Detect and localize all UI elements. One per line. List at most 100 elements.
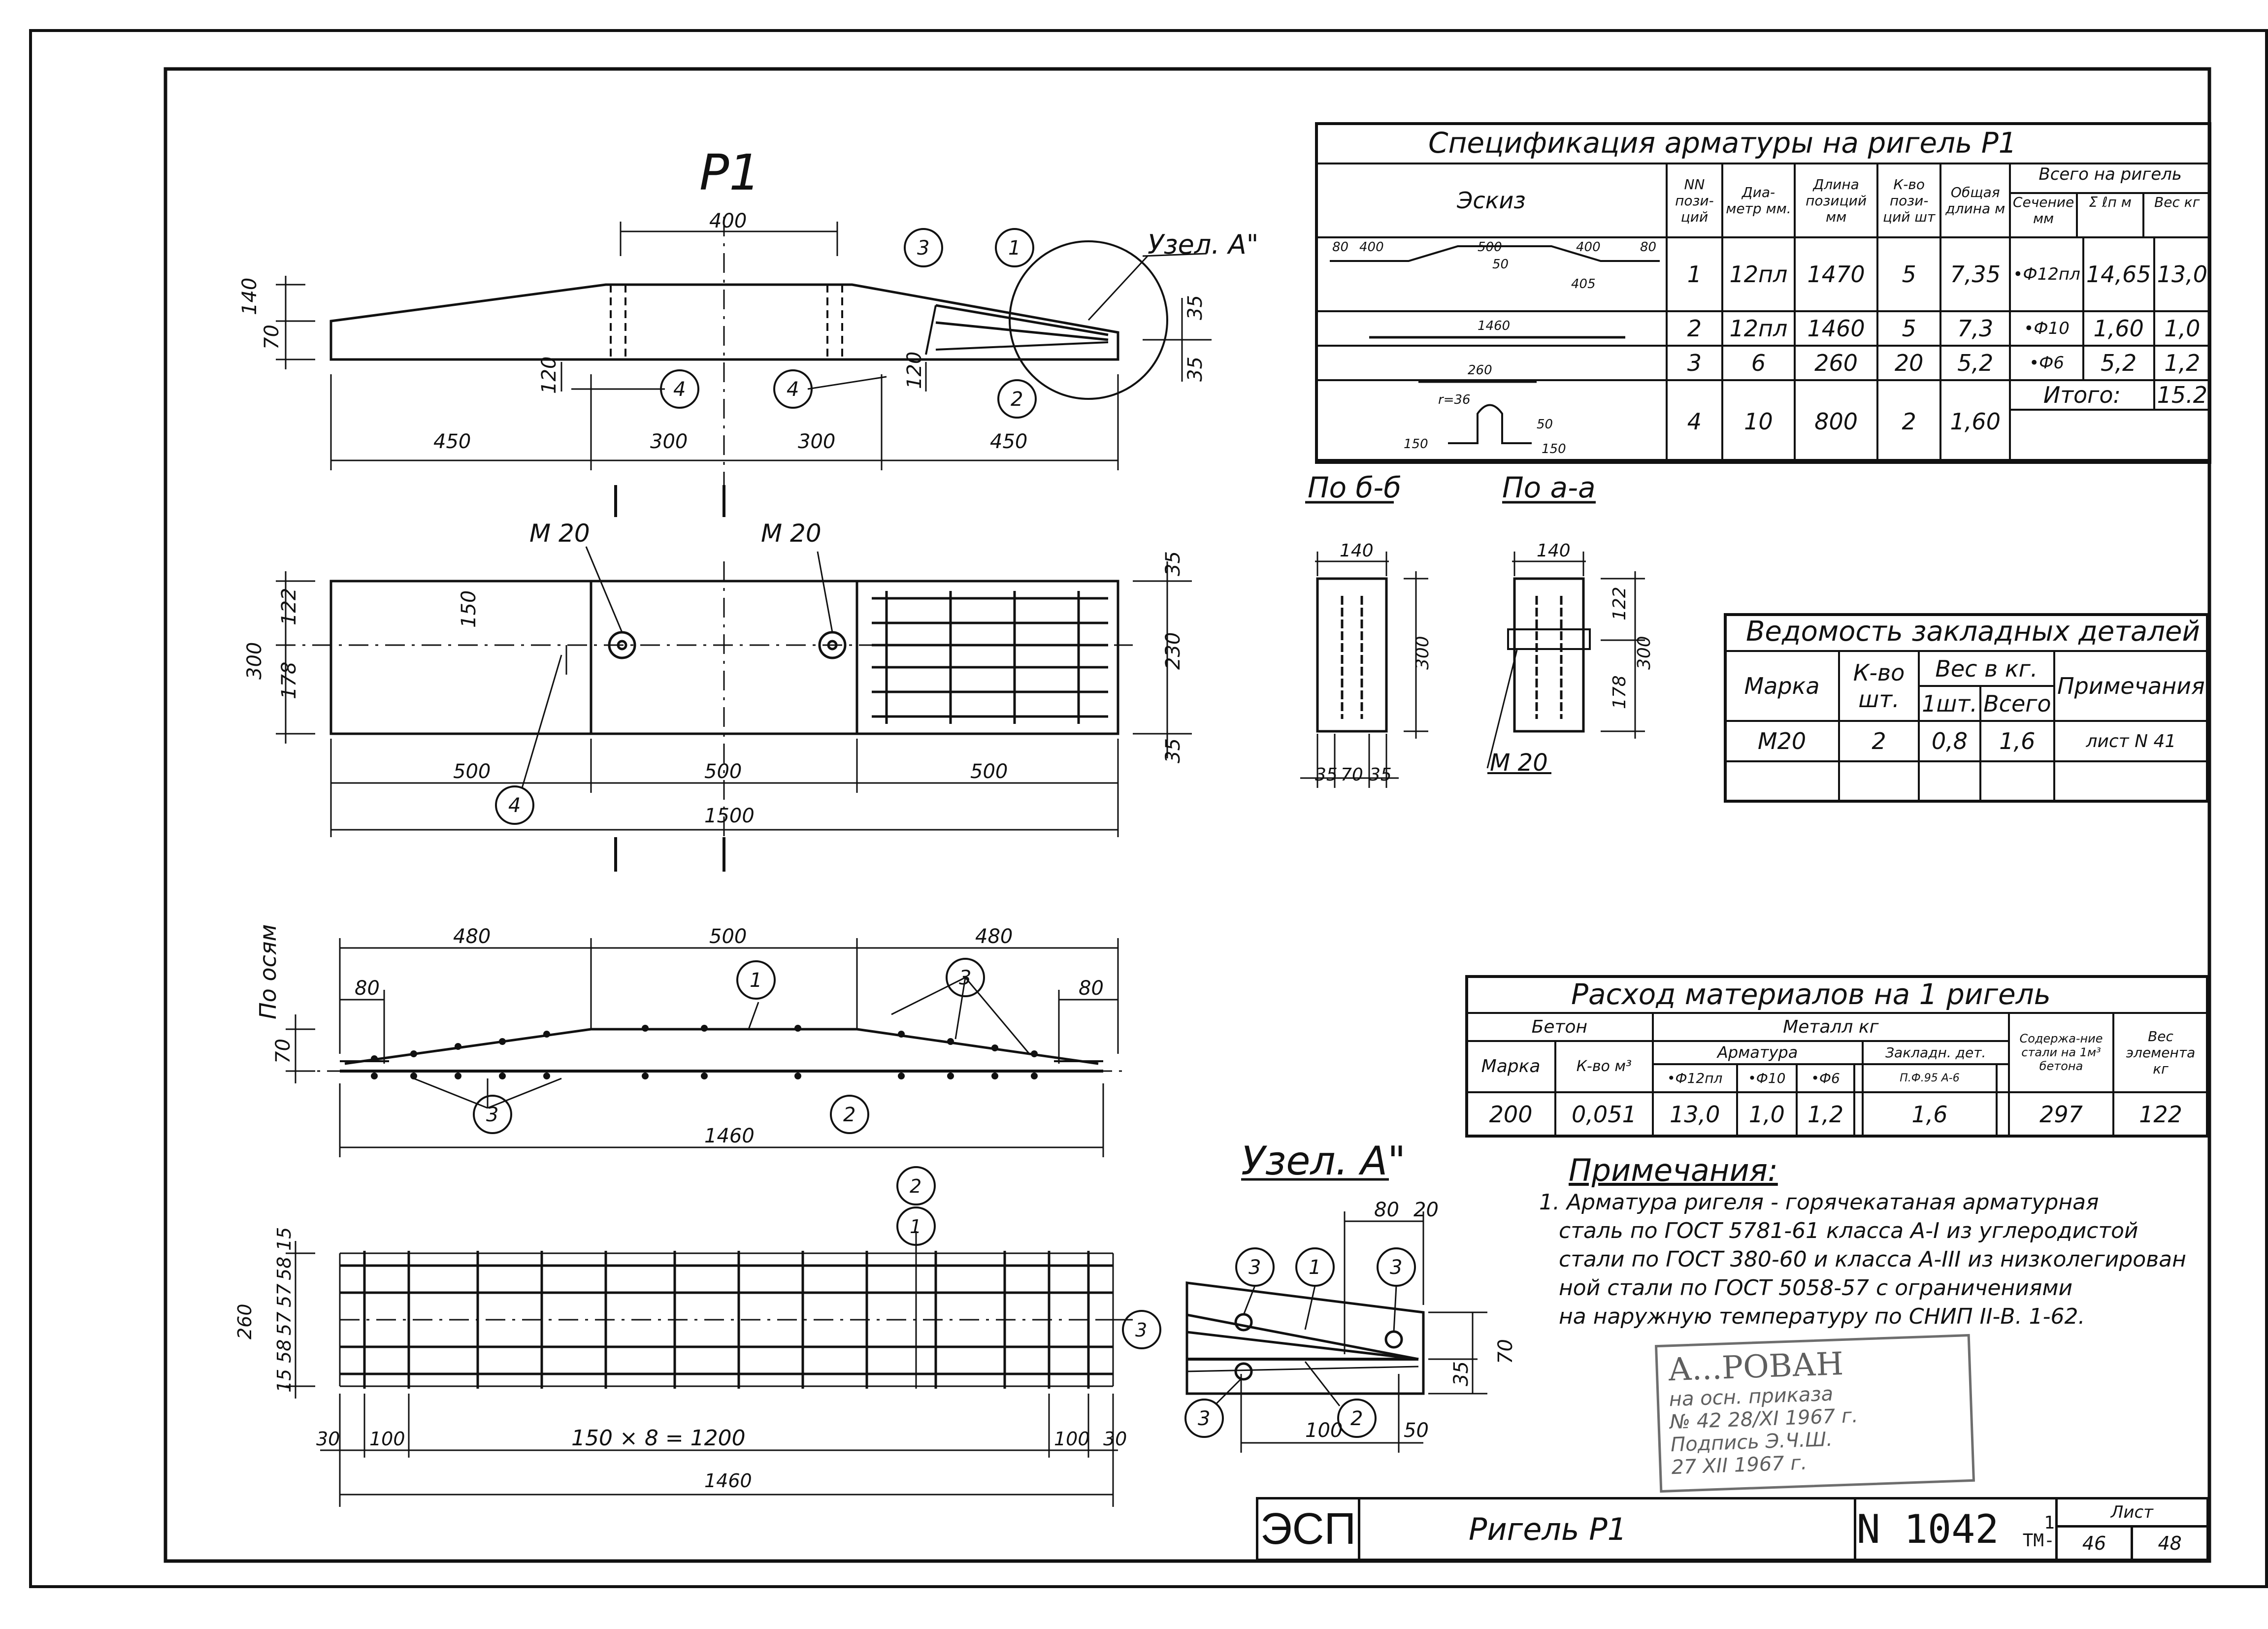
col-header: Вес в кг.: [1918, 650, 2055, 687]
table-cell: •Ф10: [2009, 310, 2084, 347]
dim-label: 35: [1369, 765, 1392, 785]
dim-label: 15: [273, 1227, 295, 1251]
table-cell: 5: [1876, 310, 1942, 347]
table-cell: •Ф6: [2009, 345, 2084, 381]
bottom-plan-view: [286, 1166, 1161, 1507]
table-cell: 1: [1666, 236, 1723, 312]
callout-marker: [1184, 1399, 1224, 1438]
table-cell: 12пл: [1721, 236, 1796, 312]
sub-header: Вес кг: [2154, 194, 2200, 210]
elevation-view: [276, 217, 1212, 512]
series: ТМ-: [2022, 1530, 2055, 1551]
dim-label: 500: [453, 760, 491, 783]
table-cell: •Ф12пл: [2009, 236, 2084, 312]
dim-label: 35: [1315, 765, 1338, 785]
table-cell: 10: [1721, 379, 1796, 464]
callout-marker: [896, 1166, 936, 1205]
col-header: Марка: [1724, 650, 1840, 722]
table-cell: 5: [1876, 236, 1942, 312]
dim-label: 300: [1413, 636, 1433, 670]
title-block-name: Ригель Р1: [1358, 1497, 1856, 1561]
col-header: Диа-метр мм.: [1721, 163, 1796, 238]
dim-label: 58: [273, 1257, 295, 1280]
col-header: Примечания: [2053, 650, 2209, 722]
dim-label: 300: [650, 430, 688, 453]
col-header: Длина позиций мм: [1794, 163, 1879, 238]
marker-label: 2: [1011, 388, 1023, 411]
table-cell: 7,3: [1939, 310, 2011, 347]
spec-table: Эскиз NN пози-ций Диа-метр мм. Длина поз…: [1315, 163, 2212, 464]
dim-label: 58: [273, 1339, 295, 1363]
table-cell: 5,2: [2082, 345, 2155, 381]
sheet-number: 46: [2055, 1525, 2134, 1561]
sub-header: •Ф6: [1796, 1063, 1856, 1093]
table-cell: 13,0: [1651, 1091, 1738, 1138]
empty-cell: [2009, 409, 2211, 464]
series-sup: 1: [2044, 1512, 2055, 1533]
inner-frame: [164, 67, 2211, 1563]
dim-label: 300: [243, 642, 266, 680]
empty-cell: [1838, 760, 1920, 803]
table-cell: 122: [2112, 1091, 2209, 1138]
sketch-cell: [1315, 310, 1668, 347]
marker-label: 3: [1390, 1256, 1402, 1279]
total-value: 15.2: [2153, 379, 2212, 411]
empty-cell: [1853, 1063, 1864, 1093]
table-cell: М20: [1724, 720, 1840, 763]
node-label: Узел. А": [1148, 229, 1258, 260]
approval-stamp: А...РОВАН на осн. приказа № 42 28/XI 196…: [1654, 1334, 1975, 1493]
materials-table-title: Расход материалов на 1 ригель: [1571, 977, 2051, 1011]
col-header: Металл кг: [1651, 1012, 2010, 1042]
dim-label: 178: [278, 662, 300, 699]
col-header: К-во пози-ций шт: [1876, 163, 1942, 238]
dim-label: 450: [990, 430, 1027, 453]
marker-label: 3: [1135, 1319, 1147, 1341]
dim-label: 80: [1374, 1199, 1399, 1221]
dim-label: 80: [1079, 977, 1104, 1000]
table-cell: 13,0: [2153, 236, 2212, 312]
table-cell: 1,60: [1939, 379, 2011, 464]
callout-marker: [1337, 1399, 1377, 1438]
marker-label: 1: [1309, 1256, 1321, 1279]
note-line: сталь по ГОСТ 5781-61 класса А-I из угле…: [1559, 1218, 2138, 1243]
dim-label: 230: [1162, 632, 1184, 670]
dim-label: 140: [1340, 541, 1374, 561]
marker-label: 3: [1198, 1407, 1210, 1430]
table-cell: 3: [1666, 345, 1723, 381]
dim-label: 122: [278, 588, 300, 625]
sheet-count: 48: [2131, 1525, 2209, 1561]
dim-label: 70: [1341, 765, 1363, 785]
title-block: ЭСП Ригель Р1 N 1042 1 ТМ- Лист 46 48: [1256, 1497, 2209, 1561]
table-cell: 1,2: [2153, 345, 2212, 381]
callout-marker: [495, 785, 534, 825]
note-line: 1. Арматура ригеля - горячекатаная армат…: [1539, 1190, 2099, 1215]
title-block-org: ЭСП: [1256, 1497, 1360, 1561]
dim-label: 140: [238, 278, 261, 315]
dim-label: 120: [538, 357, 560, 394]
notes: Примечания: 1. Арматура ригеля - горячек…: [1539, 1152, 2209, 1331]
dim-label: 30: [316, 1428, 340, 1450]
col-header: Бетон: [1465, 1012, 1654, 1042]
dim-label: 35: [1162, 738, 1184, 763]
dim-label: 35: [1184, 295, 1207, 320]
dim-label: 70: [272, 1039, 295, 1064]
table-cell: 2: [1838, 720, 1920, 763]
table-cell: 20: [1876, 345, 1942, 381]
plan-view: [276, 546, 1192, 837]
notes-heading: Примечания:: [1569, 1152, 1778, 1188]
table-cell: 5,2: [1939, 345, 2011, 381]
col-header: Эскиз: [1315, 163, 1668, 238]
sketch-cell: [1315, 236, 1668, 312]
dim-label: 100: [1305, 1419, 1343, 1442]
materials-table: Бетон Металл кг Содержа-ние стали на 1м³…: [1465, 1012, 2209, 1138]
callout-marker: [736, 960, 776, 1000]
reinforcement-view: [286, 938, 1128, 1157]
dim-label: 80: [355, 977, 380, 1000]
note-line: на наружную температуру по СНИП II-В. 1-…: [1559, 1304, 2085, 1329]
marker-label: 2: [910, 1175, 921, 1197]
dim-label: 480: [975, 925, 1013, 948]
table-cell: 14,65: [2082, 236, 2155, 312]
table-cell: 1,0: [2153, 310, 2212, 347]
marker-label: 2: [843, 1104, 855, 1126]
embed-label: М 20: [761, 519, 822, 548]
